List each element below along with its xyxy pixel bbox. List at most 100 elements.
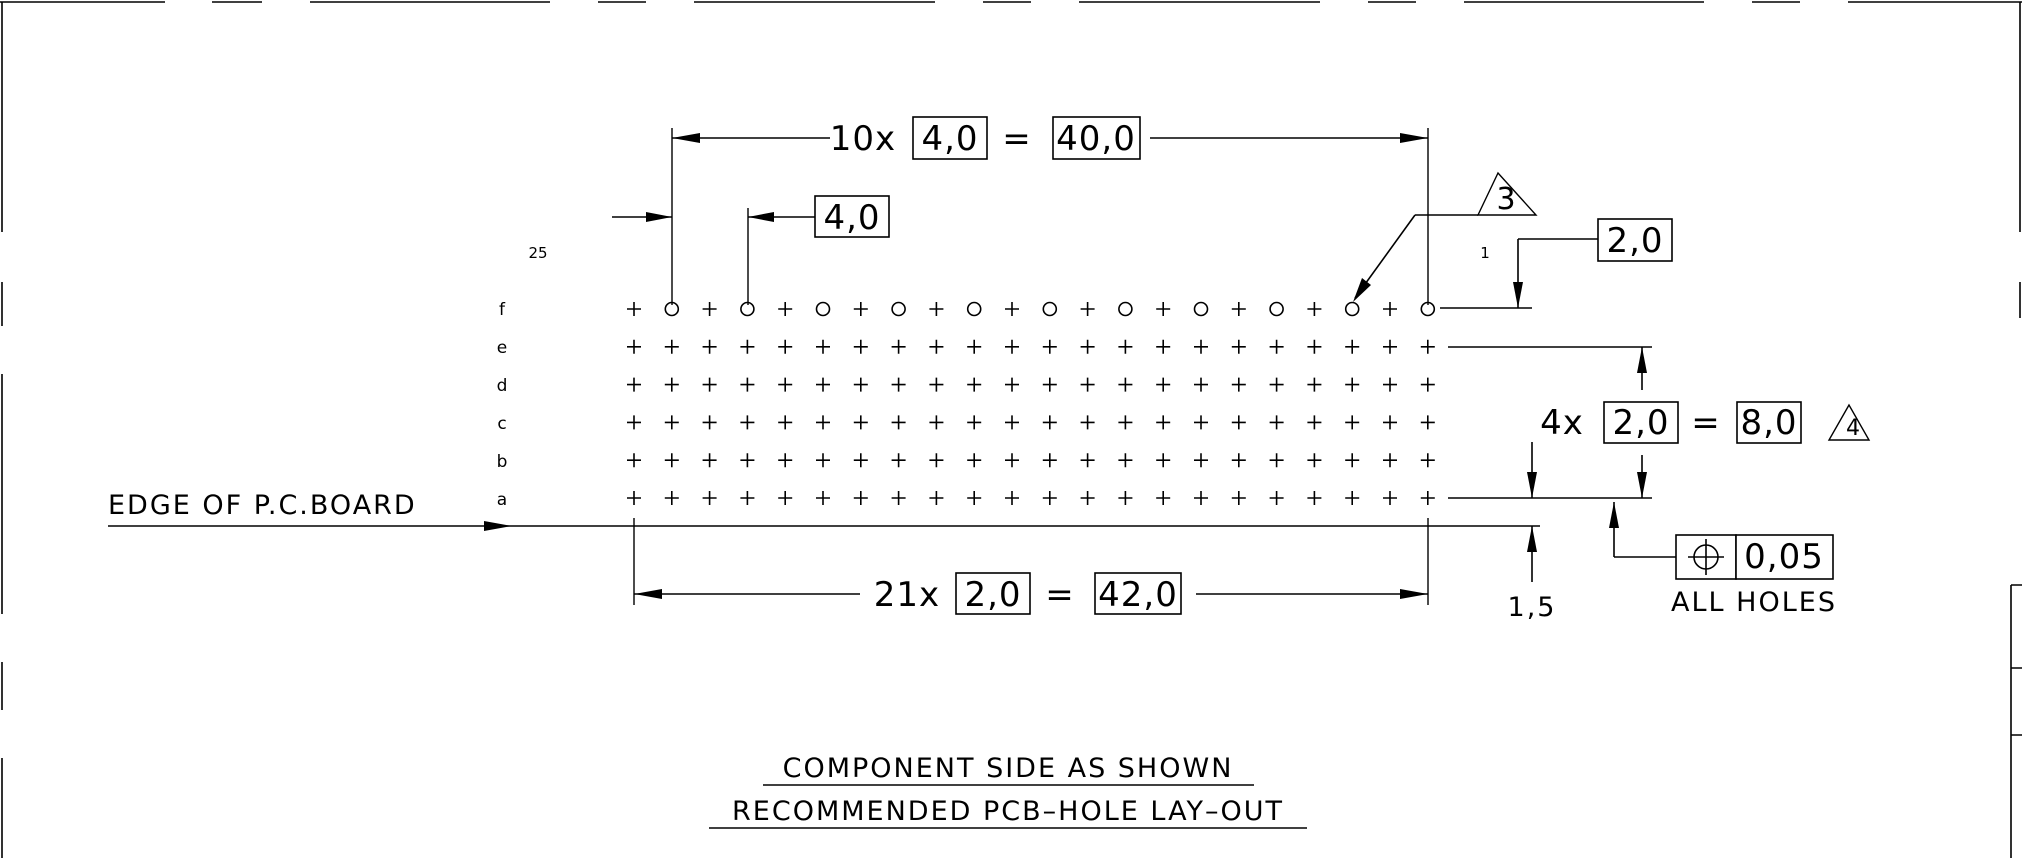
hole-cross: [1345, 453, 1360, 468]
bottom-span-total: 42,0: [1098, 575, 1178, 615]
bottom-span-pitch: 2,0: [964, 575, 1021, 615]
hole-cross: [1269, 339, 1284, 354]
row-labels: f e d c b a: [497, 300, 508, 510]
hole-cross: [891, 377, 906, 392]
bottom-span-dimension: 21x 2,0 = 42,0: [633, 518, 1429, 615]
vertical-span-total: 8,0: [1740, 403, 1797, 443]
bottom-span-equals: =: [1045, 575, 1075, 615]
row-label-e: e: [497, 338, 507, 358]
hole-cross: [1420, 339, 1435, 354]
pin-start-label: 25: [528, 244, 547, 262]
hole-cross: [853, 491, 868, 505]
hole-cross: [1307, 453, 1322, 468]
hole-cross: [967, 415, 982, 430]
hole-cross: [929, 491, 944, 505]
hole-cross: [1345, 377, 1360, 392]
hole-cross: [1307, 302, 1322, 316]
hole-cross: [627, 453, 641, 468]
hole-cross: [891, 491, 906, 505]
vertical-span-count: 4x: [1540, 403, 1584, 443]
board-edge-label: EDGE OF P.C.BOARD: [108, 490, 417, 521]
hole-cross: [1345, 339, 1360, 354]
pin-end-label: 1: [1480, 244, 1490, 262]
hole-circle: [1193, 301, 1209, 317]
hole-cross: [1005, 491, 1019, 505]
hole-cross: [1269, 491, 1284, 505]
hole-cross: [778, 491, 793, 505]
hole-cross: [1383, 302, 1397, 316]
row-label-f: f: [499, 300, 506, 320]
top-span-equals: =: [1002, 119, 1032, 159]
hole-cross: [1345, 491, 1360, 505]
hole-cross: [967, 377, 982, 392]
hole-cross: [1269, 415, 1284, 430]
hole-cross: [1042, 339, 1057, 354]
row-offset-value: 2,0: [1606, 221, 1663, 261]
note-3-number: 3: [1496, 182, 1515, 217]
hole-cross: [1080, 377, 1095, 392]
hole-cross: [702, 491, 717, 505]
hole-circle: [1269, 301, 1284, 317]
hole-cross: [1156, 377, 1171, 392]
hole-cross: [816, 453, 830, 468]
hole-cross: [816, 415, 830, 430]
hole-cross: [1156, 415, 1171, 430]
top-span-count: 10x: [830, 119, 896, 159]
hole-cross: [1005, 415, 1019, 430]
caption-line-1: COMPONENT SIDE AS SHOWN: [783, 753, 1234, 784]
hole-cross: [1194, 491, 1208, 505]
hole-cross: [778, 377, 793, 392]
hole-cross: [1042, 453, 1057, 468]
hole-cross: [1231, 491, 1246, 505]
hole-cross: [1383, 377, 1397, 392]
edge-offset-value: 1,5: [1508, 592, 1557, 623]
row-label-a: a: [497, 490, 507, 510]
top-span-dimension: 10x 4,0 = 40,0: [671, 116, 1429, 305]
hole-cross: [853, 453, 868, 468]
hole-cross: [1307, 491, 1322, 505]
hole-cross: [627, 491, 641, 505]
hole-cross: [740, 491, 755, 505]
hole-circle: [815, 301, 831, 317]
vertical-span-equals: =: [1691, 403, 1721, 443]
title-block-edge: [2010, 584, 2022, 858]
position-tolerance-frame: 0,05 ALL HOLES: [1609, 502, 1835, 618]
hole-cross: [1005, 339, 1019, 354]
hole-cross: [1118, 377, 1133, 392]
caption-line-2: RECOMMENDED PCB–HOLE LAY–OUT: [732, 796, 1284, 827]
hole-cross: [627, 415, 641, 430]
pitch-callout-dimension: 4,0: [612, 195, 890, 305]
hole-cross: [891, 339, 906, 354]
board-edge: EDGE OF P.C.BOARD: [108, 490, 1540, 531]
hole-cross: [853, 302, 868, 316]
hole-cross: [627, 302, 641, 316]
hole-cross: [1118, 491, 1133, 505]
top-span-pitch: 4,0: [921, 119, 978, 159]
hole-cross: [853, 377, 868, 392]
hole-cross: [664, 491, 679, 505]
hole-cross: [1420, 491, 1435, 505]
hole-cross: [1080, 491, 1095, 505]
hole-cross: [778, 415, 793, 430]
hole-circle: [966, 301, 982, 317]
hole-cross: [1231, 302, 1246, 316]
row-offset-dimension: 2,0: [1440, 218, 1673, 309]
hole-cross: [1156, 339, 1171, 354]
hole-circle: [1042, 301, 1058, 317]
hole-cross: [1156, 302, 1171, 316]
hole-cross: [1420, 415, 1435, 430]
hole-cross: [1383, 491, 1397, 505]
hole-cross: [1307, 415, 1322, 430]
row-label-b: b: [497, 452, 508, 472]
hole-cross: [1005, 302, 1019, 316]
hole-cross: [1383, 339, 1397, 354]
edge-offset-dimension: 1,5: [1508, 442, 1557, 623]
hole-cross: [740, 377, 755, 392]
hole-cross: [967, 453, 982, 468]
note-3-leader: 3: [1353, 171, 1538, 302]
hole-cross: [702, 302, 717, 316]
hole-cross: [1156, 491, 1171, 505]
drawing-caption: COMPONENT SIDE AS SHOWN RECOMMENDED PCB–…: [709, 753, 1307, 829]
hole-cross: [1080, 453, 1095, 468]
hole-cross: [929, 339, 944, 354]
